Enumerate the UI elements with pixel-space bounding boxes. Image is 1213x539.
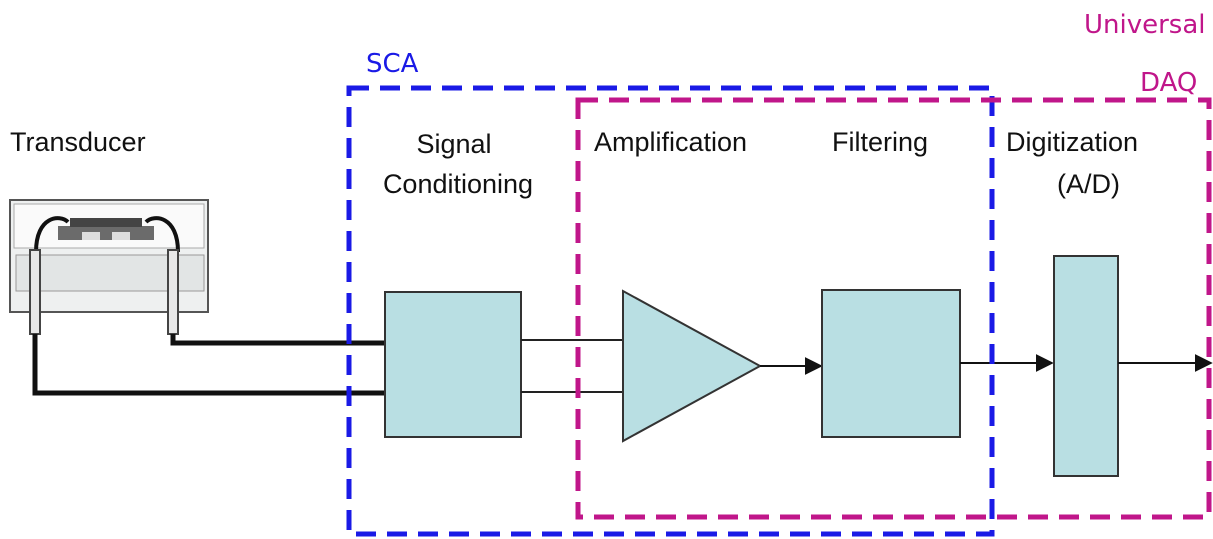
digitization-label-line2: (A/D) bbox=[1057, 169, 1120, 199]
daq-region-label-line2: DAQ bbox=[1140, 68, 1198, 98]
conditioning-to-amplifier-wires bbox=[521, 339, 623, 393]
filter-block bbox=[821, 289, 961, 438]
signal-conditioning-label-line1: Signal bbox=[416, 129, 492, 159]
signal-conditioning-block bbox=[384, 291, 522, 438]
amplifier-triangle bbox=[622, 289, 763, 443]
transducer-wires bbox=[32, 334, 385, 396]
transducer-label: Transducer bbox=[10, 127, 146, 157]
filtering-label: Filtering bbox=[832, 127, 929, 157]
daq-region-label-line1: Universal bbox=[1084, 10, 1206, 40]
sca-region-label: SCA bbox=[366, 49, 419, 79]
pressure-sensor-icon bbox=[9, 199, 209, 335]
sca-region-boundary bbox=[346, 85, 995, 537]
daq-region-boundary bbox=[575, 97, 1212, 520]
digitization-label-line1: Digitization bbox=[1006, 127, 1139, 157]
amplification-label: Amplification bbox=[594, 127, 748, 157]
signal-conditioning-label-line2: Conditioning bbox=[382, 169, 534, 199]
adc-block bbox=[1053, 255, 1119, 477]
